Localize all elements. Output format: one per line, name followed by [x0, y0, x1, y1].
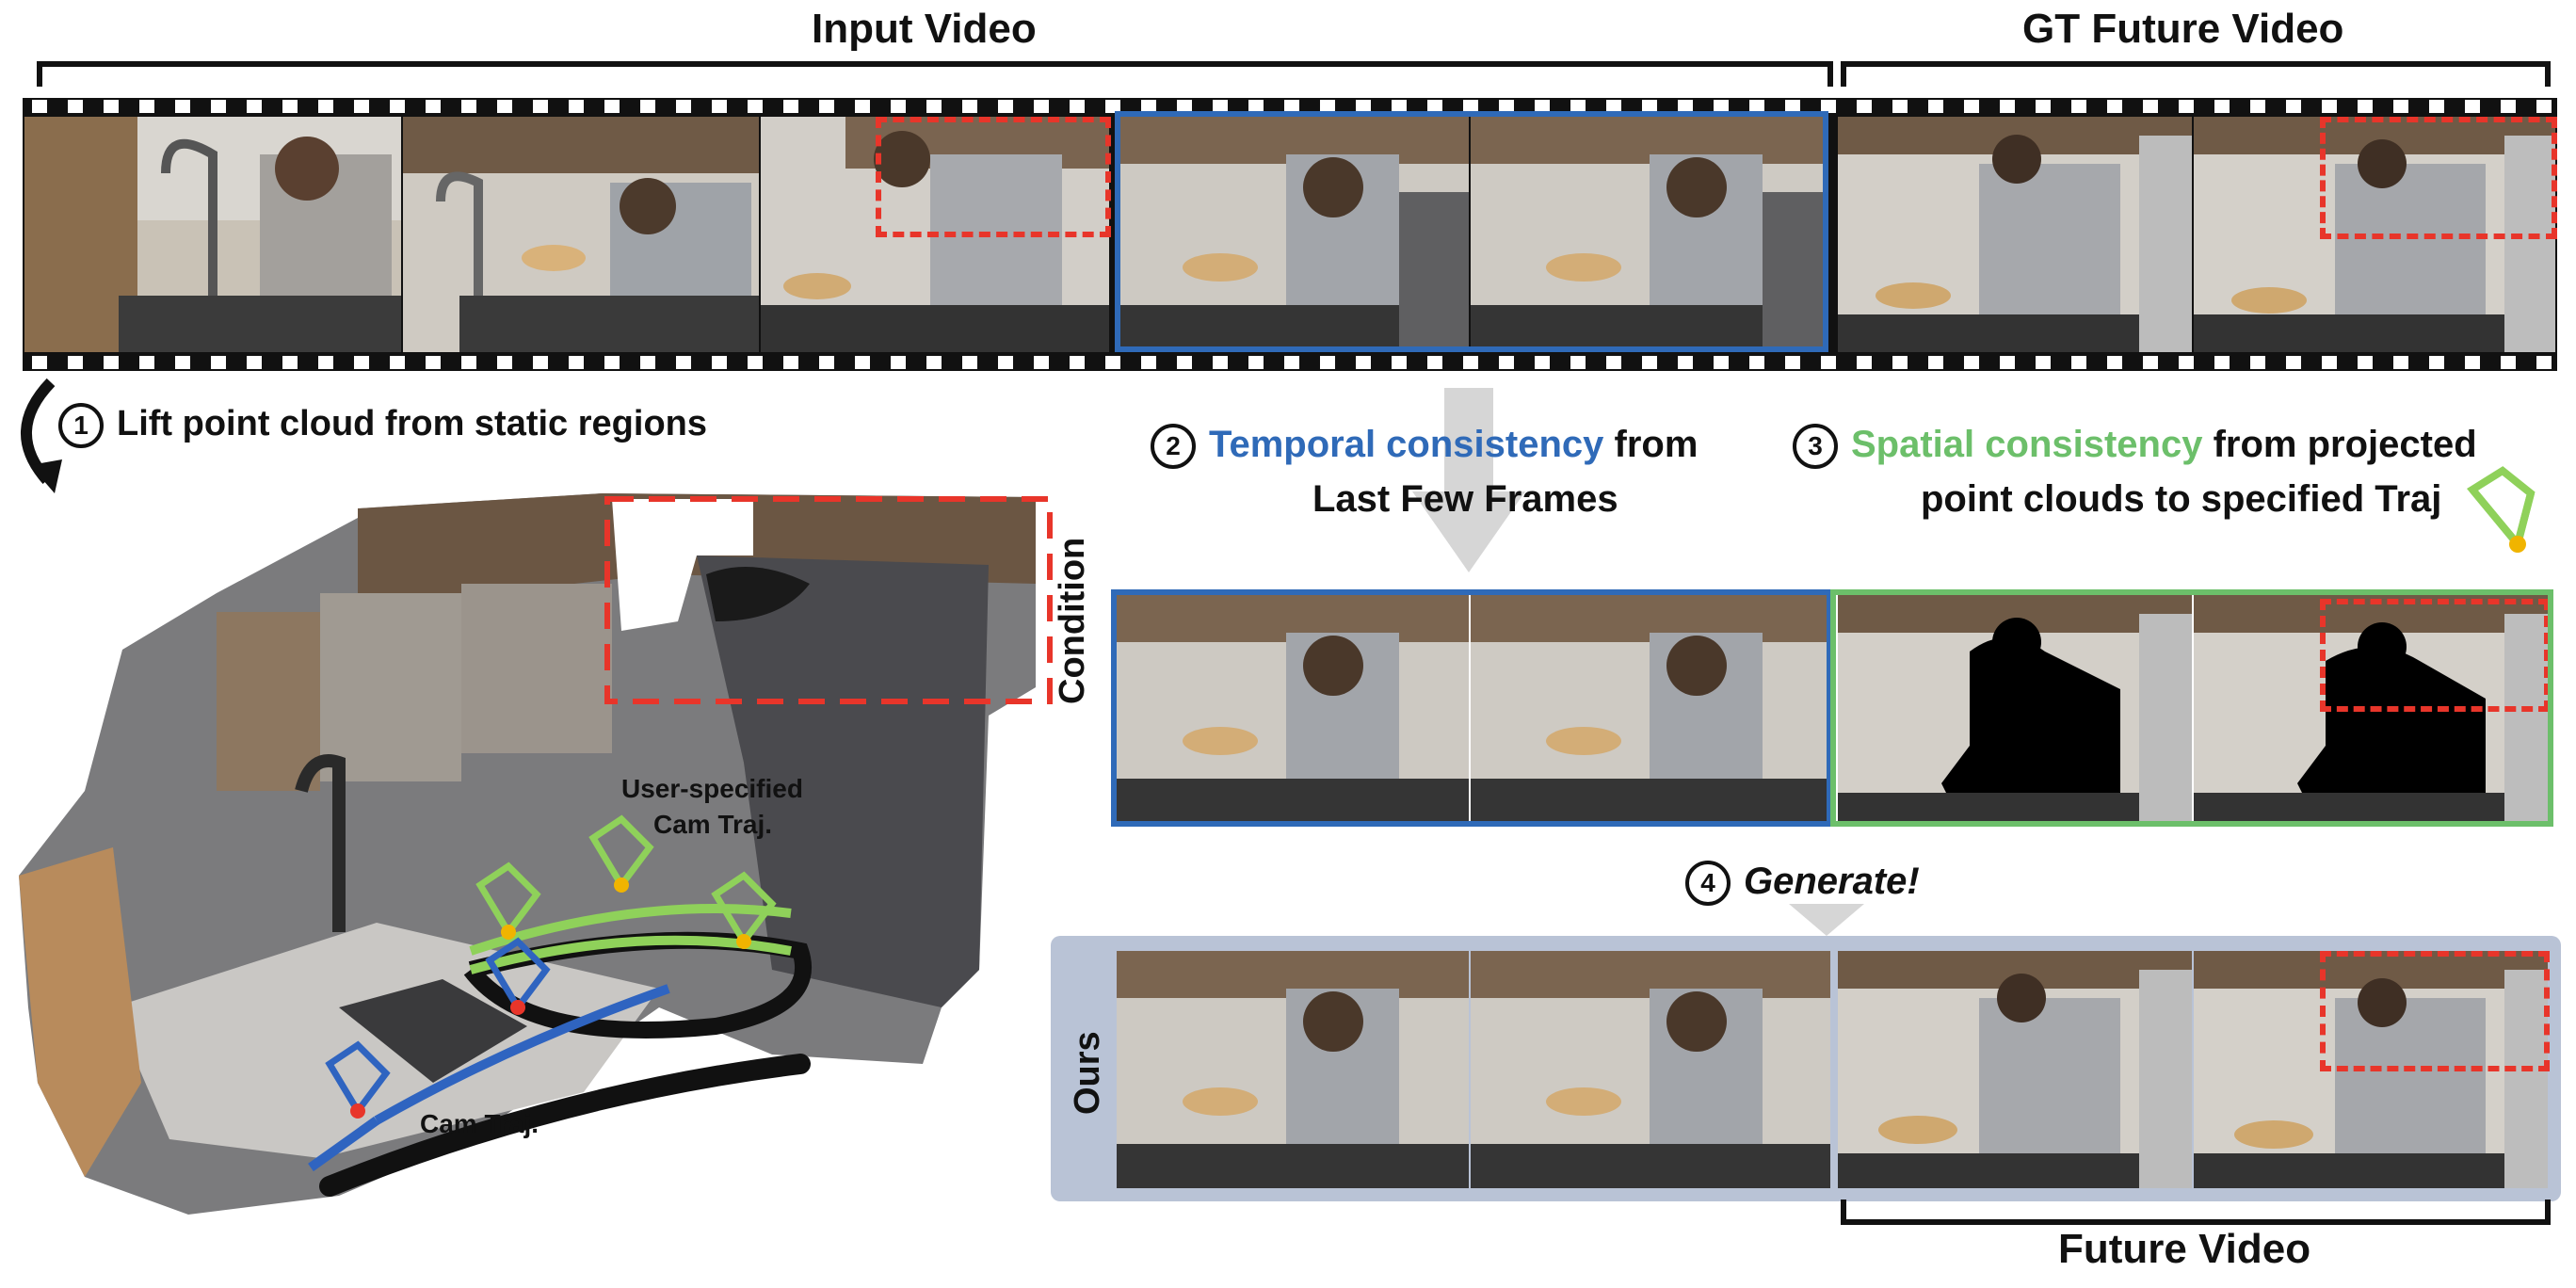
- step1-curved-arrow: [21, 378, 62, 493]
- condition-label: Condition: [1053, 537, 1092, 704]
- spatial-condition-box: [1830, 589, 2553, 827]
- step4-down-arrow: [1789, 904, 1864, 936]
- ours-frame-4-highlight: [2320, 951, 2550, 1071]
- ours-label: Ours: [1068, 1031, 1107, 1115]
- step1-text: Lift point cloud from static regions: [117, 404, 707, 444]
- step2-highlight: Temporal consistency: [1209, 424, 1604, 465]
- future-video-label: Future Video: [2058, 1226, 2311, 1272]
- condition-frame-4-highlight: [2320, 599, 2550, 712]
- step3-caption-line2: point clouds to specified Traj: [1921, 478, 2442, 520]
- top-brackets: [37, 61, 2551, 87]
- ours-frame-4: [2194, 951, 2548, 1188]
- step1-caption: 1 Lift point cloud from static regions: [58, 403, 707, 448]
- step1-number: 1: [58, 403, 104, 448]
- gt-future-frame-1: [1838, 117, 2192, 352]
- step2-down-arrow: [1412, 388, 1525, 576]
- input-frame-4: [1117, 117, 1469, 352]
- step2-caption-line1: 2 Temporal consistency from: [1151, 424, 1699, 470]
- cam-traj-label: Cam Traj.: [420, 1109, 539, 1138]
- step3-rest: from projected: [2202, 424, 2477, 465]
- temporal-frames-box-top: [1115, 111, 1828, 352]
- gt-future-video-label: GT Future Video: [2022, 6, 2344, 52]
- temporal-condition-box: [1111, 589, 1832, 827]
- camera-icon: [2467, 466, 2536, 553]
- input-frame-1: [24, 117, 401, 352]
- gt-future-frame-2-highlight: [2320, 117, 2557, 239]
- condition-frame-3-masked: [1838, 595, 2192, 821]
- step4-caption: 4 Generate!: [1685, 861, 1920, 907]
- input-video-label: Input Video: [812, 6, 1037, 52]
- step3-number: 3: [1793, 424, 1838, 470]
- step3-caption-line1: 3 Spatial consistency from projected: [1793, 424, 2477, 470]
- condition-frame-2: [1471, 595, 1830, 821]
- step2-number: 2: [1151, 424, 1196, 470]
- step2-rest: from: [1603, 424, 1699, 465]
- point-cloud-illustration: [19, 493, 1053, 1215]
- ours-frame-1: [1117, 951, 1469, 1188]
- step4-number: 4: [1685, 861, 1731, 907]
- step4-text: Generate!: [1744, 861, 1920, 902]
- user-traj-label-line2: Cam Traj.: [653, 810, 773, 839]
- step2-caption-line2: Last Few Frames: [1312, 478, 1618, 520]
- input-frame-5: [1471, 117, 1828, 352]
- step3-highlight: Spatial consistency: [1851, 424, 2203, 465]
- ours-frame-2: [1471, 951, 1830, 1188]
- ours-frame-3: [1838, 951, 2192, 1188]
- condition-frame-1: [1117, 595, 1469, 821]
- input-frame-2: [403, 117, 759, 352]
- input-frame-3-highlight: [876, 117, 1111, 237]
- future-video-bracket: [1841, 1199, 2551, 1225]
- user-traj-label-line1: User-specified: [621, 774, 803, 803]
